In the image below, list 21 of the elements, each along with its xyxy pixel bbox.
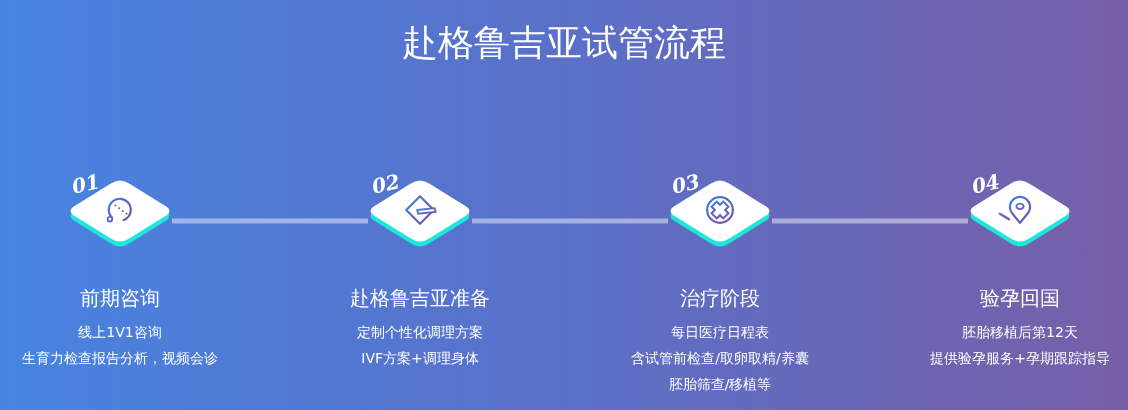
step-number: 01	[70, 170, 102, 198]
step-description: 提供验孕服务+孕期跟踪指导	[929, 349, 1111, 368]
step-description: IVF方案+调理身体	[360, 349, 480, 368]
step-description: 定制个性化调理方案	[356, 323, 484, 342]
step-description: 生育力检查报告分析，视频会诊	[21, 349, 219, 368]
title: 赴格鲁吉亚试管流程	[401, 21, 727, 65]
connector-line	[772, 218, 968, 224]
step-description: 含试管前检查/取卵取精/养囊	[630, 349, 810, 368]
step-description: 每日医疗日程表	[670, 323, 770, 342]
step-description: 胚胎移植后第12天	[961, 323, 1079, 342]
step-heading: 验孕回国	[979, 285, 1061, 312]
connector-line	[172, 218, 368, 224]
step-description: 胚胎筛查/移植等	[667, 375, 773, 394]
step-number: 02	[370, 170, 402, 198]
step-heading: 赴格鲁吉亚准备	[349, 285, 491, 312]
step-number: 03	[670, 170, 702, 198]
step-number: 04	[970, 170, 1002, 198]
connector-line	[472, 218, 668, 224]
step-heading: 前期咨询	[79, 285, 161, 312]
step-heading: 治疗阶段	[679, 285, 761, 312]
step-description: 线上1V1咨询	[77, 323, 163, 342]
